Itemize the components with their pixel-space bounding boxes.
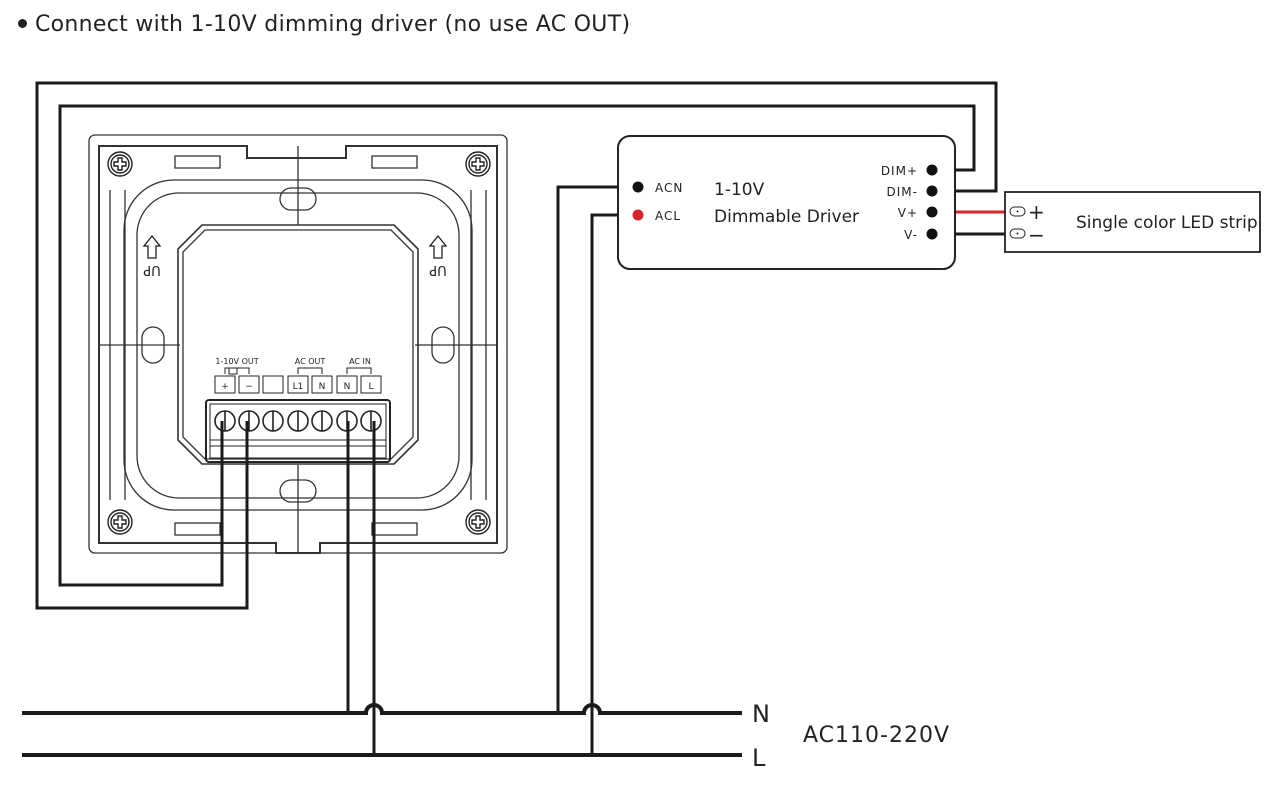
up-arrow-icon	[428, 234, 448, 259]
wire-dim-minus	[35, 81, 998, 610]
wire-acn	[556, 185, 638, 712]
group-label-ac-out: AC OUT	[295, 357, 326, 366]
mains-neutral-line	[22, 703, 742, 715]
clip-bottom-left	[174, 522, 221, 536]
dimmer-panel	[88, 134, 508, 554]
slot-top	[279, 187, 317, 211]
mains-live-label: L	[752, 744, 766, 772]
up-label: UP	[429, 262, 447, 277]
slot-left	[141, 326, 165, 364]
terminal-dot-v-plus	[926, 206, 938, 218]
driver-input-acn: ACN	[655, 181, 683, 195]
up-indicator-left: UP	[142, 234, 162, 277]
module-body	[177, 224, 419, 465]
terminal-screw-icon	[214, 410, 236, 432]
driver-output-dim-plus: DIM+	[881, 164, 918, 178]
wire-acl	[590, 213, 638, 755]
terminal-screw-icon	[262, 410, 284, 432]
driver-title-line2: Dimmable Driver	[714, 207, 859, 227]
terminal-screw-icon	[238, 410, 260, 432]
clip-top-left	[174, 155, 221, 169]
terminal-label-box	[238, 375, 260, 394]
driver-box	[617, 135, 956, 270]
group-label-dim-out: 1-10V OUT	[215, 357, 258, 366]
mounting-plate	[98, 145, 498, 554]
mains-neutral-label: N	[752, 700, 770, 728]
led-strip-label: Single color LED strip	[1076, 213, 1258, 233]
clip-top-right	[371, 155, 418, 169]
screws	[107, 151, 491, 535]
up-label: UP	[143, 262, 161, 277]
terminal-label-box	[311, 375, 333, 394]
led-strip: + − Single color LED strip	[1004, 191, 1261, 253]
terminal-label: +	[221, 382, 229, 392]
screw-icon	[107, 151, 133, 177]
screw-icon	[465, 509, 491, 535]
terminal-dot-acl	[632, 209, 644, 221]
group-label-ac-in: AC IN	[349, 357, 371, 366]
slot-right	[431, 326, 455, 364]
driver-output-dim-minus: DIM-	[887, 185, 918, 199]
terminal-screw-icon	[311, 410, 333, 432]
bullet-icon	[18, 18, 27, 28]
up-arrow-icon	[142, 234, 162, 259]
led-plus-sign: +	[1028, 200, 1045, 224]
inner-ring-2	[136, 192, 460, 499]
terminal-label: N	[319, 382, 326, 392]
screw-icon	[465, 151, 491, 177]
driver-output-v-minus: V-	[904, 228, 918, 242]
screw-terminal-block	[205, 399, 391, 463]
terminal-label-box	[262, 375, 284, 394]
driver-output-v-plus: V+	[898, 206, 918, 220]
title-text: Connect with 1-10V dimming driver (no us…	[35, 12, 631, 37]
wire-dim-plus	[58, 104, 976, 587]
terminal-dot-dim-minus	[926, 185, 938, 197]
terminal-screw-icon	[287, 410, 309, 432]
diagram-title: Connect with 1-10V dimming driver (no us…	[18, 12, 630, 37]
clip-bottom-right	[371, 522, 418, 536]
led-minus-sign: −	[1028, 223, 1045, 247]
terminal-label-box	[336, 375, 358, 394]
screw-icon	[107, 509, 133, 535]
terminal-label: N	[344, 382, 351, 392]
led-strip-box	[1004, 191, 1261, 253]
slot-bottom	[279, 479, 317, 503]
inner-ring-1	[123, 179, 473, 511]
up-indicator-right: UP	[428, 234, 448, 277]
terminal-block: 1-10V OUT AC OUT AC IN + − L1 N N L	[205, 357, 391, 463]
terminal-label-box	[214, 375, 236, 394]
terminal-dot-acn	[632, 181, 644, 193]
terminal-label: L	[368, 382, 373, 392]
terminal-dot-v-minus	[926, 228, 938, 240]
dimmable-driver: 1-10V Dimmable Driver ACN ACL DIM+ DIM- …	[617, 135, 956, 270]
mains-voltage-label: AC110-220V	[803, 723, 950, 748]
terminal-label: −	[245, 382, 253, 392]
terminal-label-box	[287, 375, 309, 394]
mains-lines	[22, 703, 742, 757]
terminal-label: L1	[293, 382, 304, 392]
terminal-dot-dim-plus	[926, 164, 938, 176]
terminal-label-box	[360, 375, 382, 394]
terminal-screw-icon	[360, 410, 382, 432]
driver-title-line1: 1-10V	[714, 180, 765, 200]
driver-input-acl: ACL	[655, 209, 681, 223]
